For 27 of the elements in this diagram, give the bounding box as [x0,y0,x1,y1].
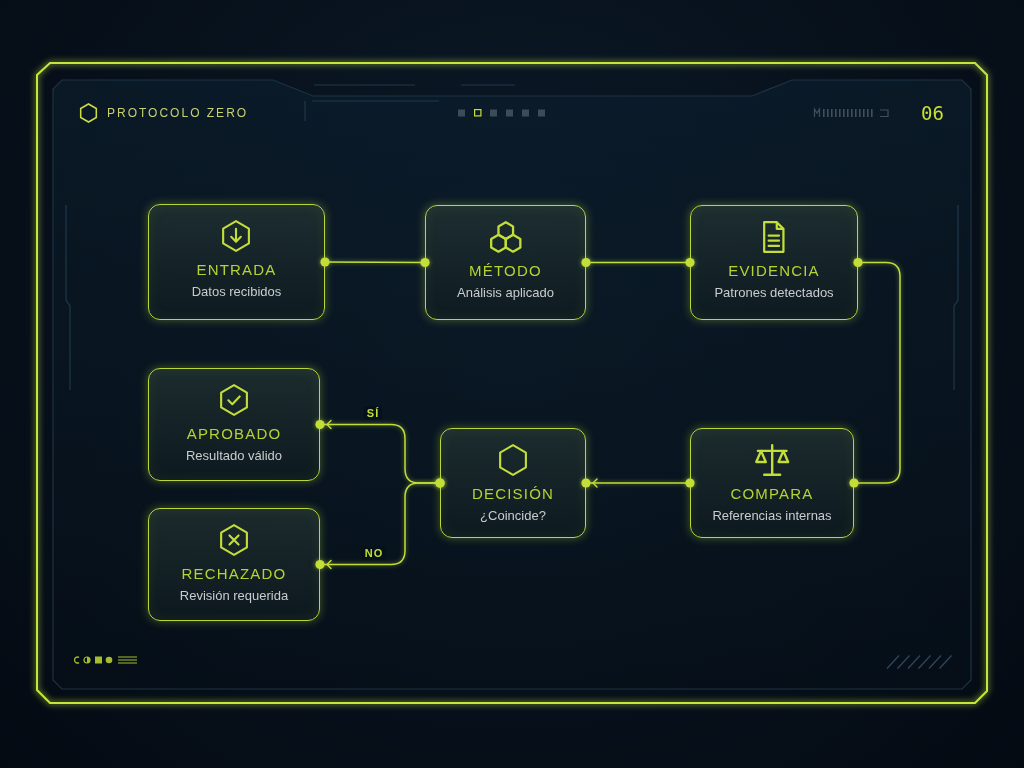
process-box [425,205,586,320]
result-box [148,508,320,621]
process-box [690,428,854,538]
node-subtitle: Patrones detectados [714,284,834,302]
node-title: MÉTODO [469,262,542,280]
connector-arrow [580,477,695,489]
edge-label: SÍ [363,406,383,420]
process-box [148,204,325,320]
process-box [690,205,858,320]
title: PROTOCOLO ZERO [107,105,249,121]
node-subtitle: Referencias internas [712,507,832,525]
node-subtitle: Datos recibidos [191,283,282,301]
node-title: EVIDENCIA [728,262,820,280]
node-subtitle: Revisión requerida [179,587,289,605]
edge-label: NO [361,546,387,560]
node-subtitle: ¿Coincide? [480,507,546,525]
node-title: RECHAZADO [181,565,287,583]
node-title: ENTRADA [196,261,277,279]
page-number: 06 [921,102,944,124]
node-subtitle: Resultado válido [185,447,283,465]
node-title: COMPARA [730,485,814,503]
node-subtitle: Análisis aplicado [457,284,554,302]
node-title: APROBADO [186,425,282,443]
node-title: DECISIÓN [471,485,555,503]
connector-arrow [314,478,445,570]
result-box [148,368,320,481]
decision-box [440,428,586,538]
